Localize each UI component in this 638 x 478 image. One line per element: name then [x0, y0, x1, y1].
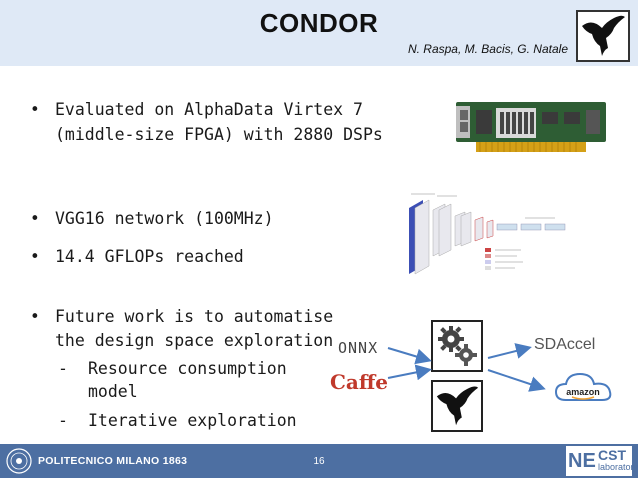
gears-icon: [438, 326, 477, 366]
condor-box: [431, 380, 483, 432]
bullet-dot: •: [30, 307, 40, 326]
polimi-seal-icon: [6, 448, 32, 474]
bullet-dot: •: [30, 100, 40, 119]
sdaccel-label: SDAccel: [534, 336, 596, 353]
onnx-label: ONNX: [338, 339, 379, 357]
amazon-label: amazon: [566, 387, 600, 397]
footer-band: [0, 444, 638, 478]
fpga-board-image: [456, 100, 616, 156]
gears-box: [431, 320, 483, 372]
necst-ne: NE: [568, 450, 596, 472]
necst-laboratory: laboratory: [598, 462, 638, 472]
sub-dash: -: [58, 411, 68, 430]
eagle-icon: [582, 15, 625, 56]
bullet-dot: •: [30, 247, 40, 266]
eagle-icon: [436, 386, 479, 426]
bullet-text: the design space exploration: [55, 331, 334, 350]
sdaccel-logo: SDAccel: [534, 336, 595, 354]
sub-text: model: [88, 382, 138, 401]
bullet-dot: •: [30, 209, 40, 228]
flow-arrows: [387, 343, 546, 392]
page-number: 16: [313, 456, 325, 467]
authors: N. Raspa, M. Bacis, G. Natale: [407, 42, 568, 56]
header-band: [0, 0, 638, 66]
condor-logo: [576, 10, 630, 62]
sub-text: Iterative exploration: [88, 411, 297, 430]
necst-cst: CST: [598, 447, 626, 463]
bullet-text: (middle-size FPGA) with 2880 DSPs: [55, 125, 383, 144]
bullet-text: Evaluated on AlphaData Virtex 7: [55, 100, 363, 119]
caffe-label: Caffe: [330, 370, 389, 394]
bullet-text: Future work is to automatise: [55, 307, 334, 326]
sub-text: Resource consumption: [88, 359, 287, 378]
vgg16-diagram-image: [405, 188, 575, 278]
aws-cloud-icon: amazon: [552, 366, 616, 406]
necst-logo: NE CST laboratory: [566, 446, 638, 476]
sub-dash: -: [58, 359, 68, 378]
bullet-text: VGG16 network (100MHz): [55, 209, 274, 228]
bullet-text: 14.4 GFLOPs reached: [55, 247, 244, 266]
slide-title: CONDOR: [259, 8, 379, 38]
polimi-logo-text: POLITECNICO MILANO 1863: [38, 455, 188, 467]
